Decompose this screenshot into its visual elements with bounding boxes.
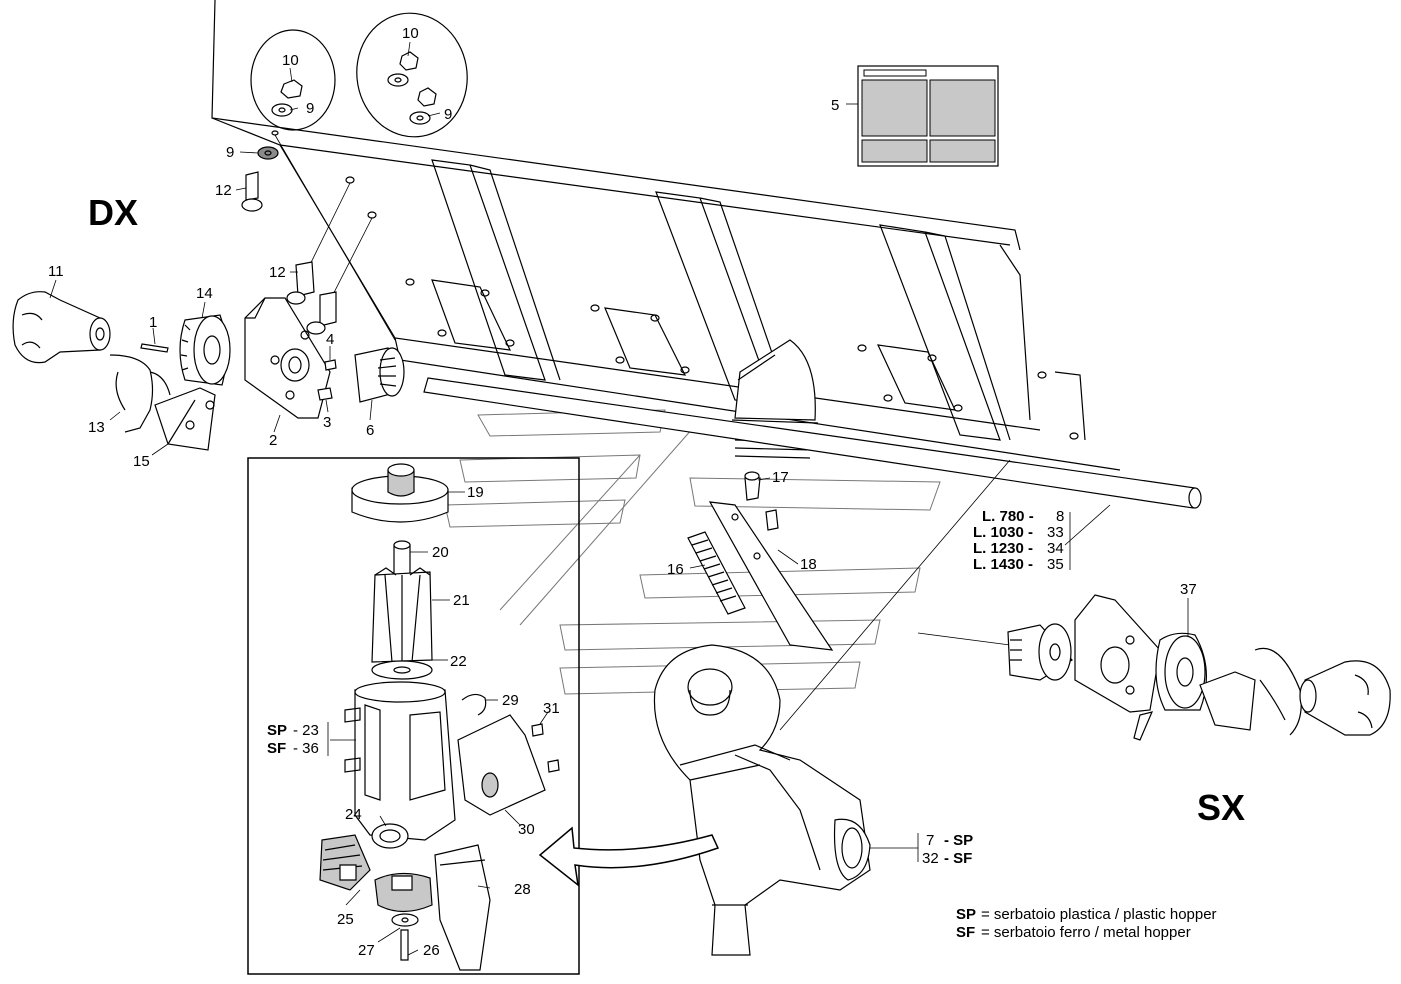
callout-13: 13 [88, 419, 105, 436]
callout-9a: 9 [306, 100, 314, 117]
callout-24: 24 [345, 806, 362, 823]
callout-10b: 10 [402, 25, 419, 42]
callout-12a: 12 [215, 182, 232, 199]
inset-parts [319, 463, 560, 971]
variant-7-code: - SP [944, 832, 973, 849]
callout-17: 17 [772, 469, 789, 486]
label-plate [857, 65, 999, 167]
shaft-length-3: L. 1230 - [973, 540, 1033, 557]
callout-27: 27 [358, 942, 375, 959]
side-label-sx: SX [1197, 787, 1245, 828]
callout-31: 31 [543, 700, 560, 717]
callout-28: 28 [514, 881, 531, 898]
top-fasteners [241, 12, 468, 341]
callout-11: 11 [48, 263, 64, 280]
callout-labels: DX SX 5 10 9 10 9 9 12 12 11 1 14 4 13 3… [48, 25, 1245, 959]
leader-lines [49, 41, 1189, 956]
legend-sf-code: SF [956, 924, 975, 941]
callout-9b: 9 [444, 106, 452, 123]
variant-7-num: 7 [926, 832, 934, 849]
shaft-part-3: 34 [1047, 540, 1064, 557]
shaft-part-2: 33 [1047, 524, 1064, 541]
callout-29: 29 [502, 692, 519, 709]
variant-32-code: - SF [944, 850, 972, 867]
callout-18: 18 [800, 556, 817, 573]
callout-21: 21 [453, 592, 470, 609]
callout-2: 2 [269, 432, 277, 449]
shaft-part-4: 35 [1047, 556, 1064, 573]
callout-30: 30 [518, 821, 535, 838]
callout-5: 5 [831, 97, 839, 114]
shaft-length-2: L. 1030 - [973, 524, 1033, 541]
shaft-length-1: L. 780 - [982, 508, 1034, 525]
sx-drive-assembly [917, 594, 1391, 741]
callout-1: 1 [149, 314, 157, 331]
hopper-outlet [653, 459, 1011, 956]
callout-12b: 12 [269, 264, 286, 281]
variant-sf-num: - 36 [293, 740, 319, 757]
dx-drive-assembly [12, 291, 1202, 509]
callout-22: 22 [450, 653, 467, 670]
callout-15: 15 [133, 453, 150, 470]
shaft-part-1: 8 [1056, 508, 1064, 525]
callout-4: 4 [326, 331, 334, 348]
side-label-dx: DX [88, 192, 138, 233]
detail-arrow [538, 826, 720, 887]
center-agitator-plate [687, 471, 834, 651]
callout-9c: 9 [226, 144, 234, 161]
callout-10a: 10 [282, 52, 299, 69]
variant-sf-code: SF [267, 740, 286, 757]
callout-6: 6 [366, 422, 374, 439]
shaft-length-4: L. 1430 - [973, 556, 1033, 573]
callout-37: 37 [1180, 581, 1197, 598]
callout-20: 20 [432, 544, 449, 561]
legend-sp-code: SP [956, 906, 976, 923]
callout-16: 16 [667, 561, 684, 578]
legend-sp-text: = serbatoio plastica / plastic hopper [981, 906, 1217, 923]
legend-sf-text: = serbatoio ferro / metal hopper [981, 924, 1191, 941]
callout-26: 26 [423, 942, 440, 959]
variant-sp-num: - 23 [293, 722, 319, 739]
inset-frame [247, 457, 580, 975]
callout-14: 14 [196, 285, 213, 302]
callout-25: 25 [337, 911, 354, 928]
callout-19: 19 [467, 484, 484, 501]
variant-32-num: 32 [922, 850, 939, 867]
callout-3: 3 [323, 414, 331, 431]
variant-sp-code: SP [267, 722, 287, 739]
